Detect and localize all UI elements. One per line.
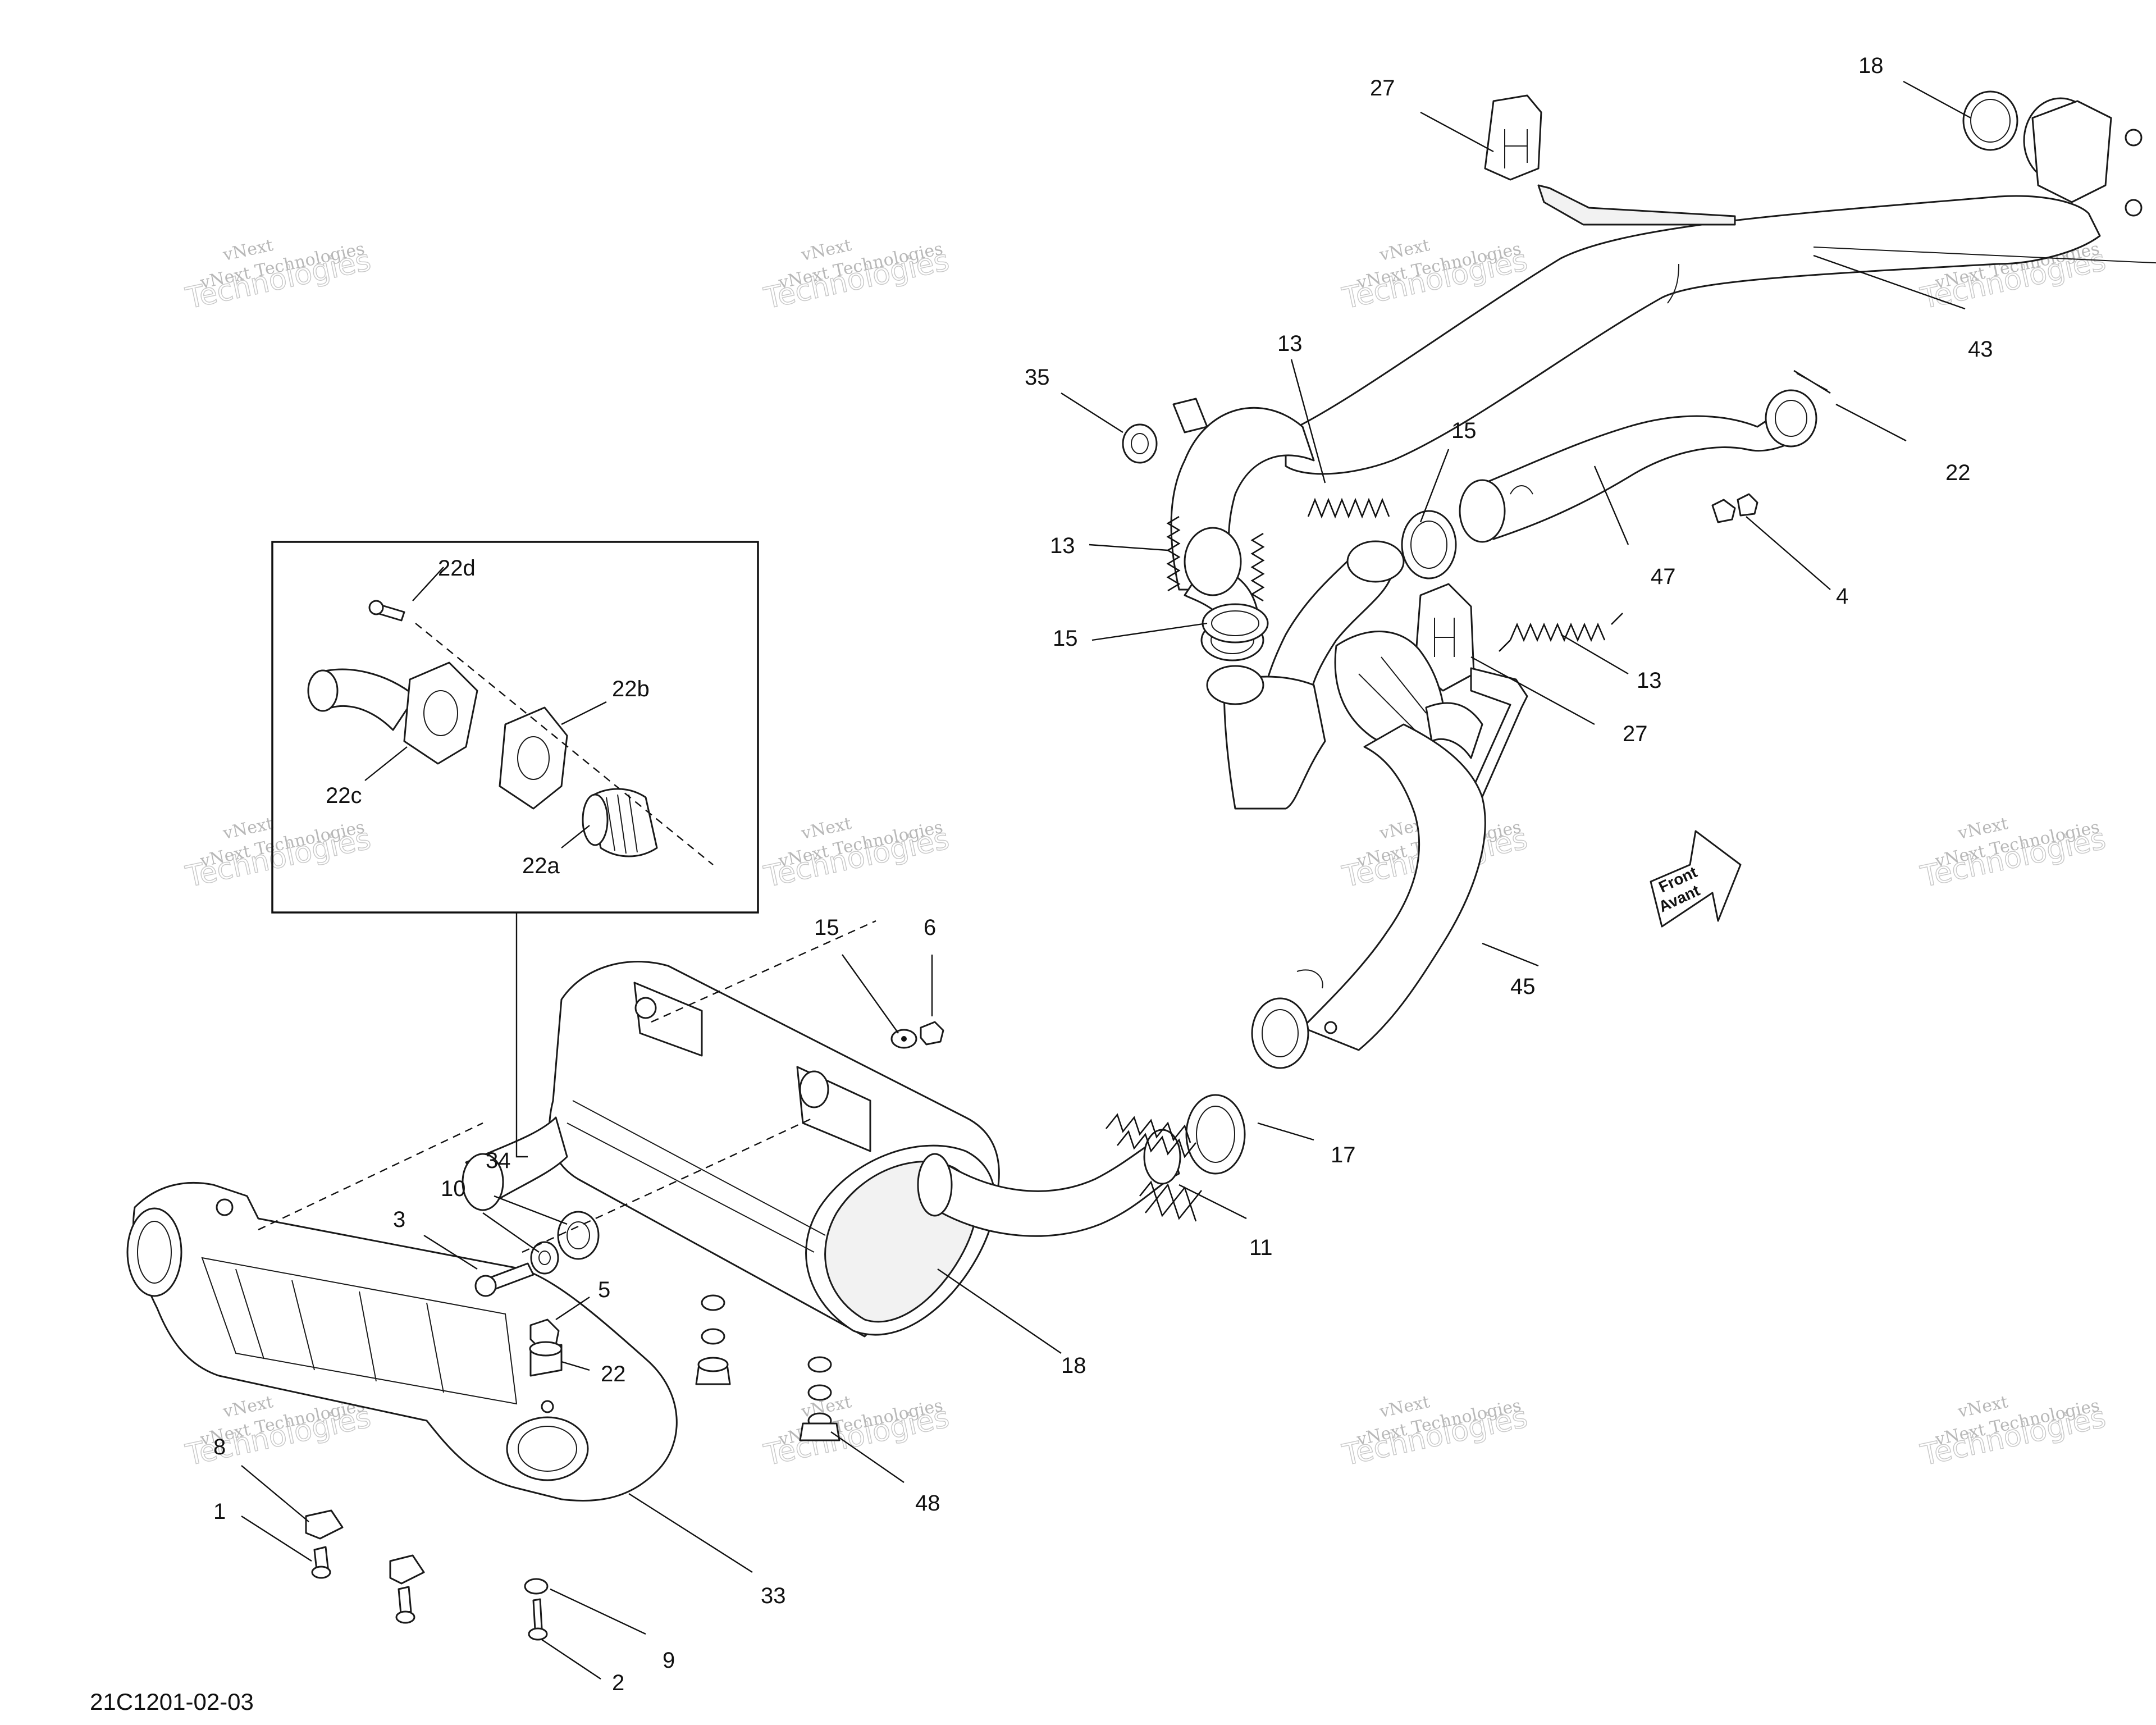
callout-14: 15 bbox=[814, 915, 839, 940]
callout-9: 9 bbox=[663, 1648, 675, 1673]
callout-3: 3 bbox=[393, 1207, 405, 1232]
watermark: vNext Technologies vNext Technologies bbox=[1917, 1392, 2109, 1473]
header-pipe-43 bbox=[1285, 97, 2156, 475]
bolt-3 bbox=[474, 1262, 535, 1297]
pipe-45 bbox=[1251, 723, 1486, 1069]
bolt-2 bbox=[528, 1598, 548, 1641]
pipe-47 bbox=[1459, 389, 1817, 543]
heat-shield-33 bbox=[126, 1181, 678, 1502]
callout-15: 15 bbox=[1053, 626, 1078, 651]
washer-14 bbox=[890, 1029, 917, 1049]
callout-22d: 22d bbox=[438, 556, 476, 581]
clamp-15-left bbox=[1202, 603, 1269, 644]
callout-15: 15 bbox=[1451, 418, 1477, 443]
washer-9 bbox=[524, 1578, 549, 1595]
spring-13-left-a bbox=[1166, 515, 1181, 592]
leader-lines bbox=[241, 80, 1971, 1680]
callout-22: 18 bbox=[1061, 1353, 1086, 1378]
callout-13: 13 bbox=[1637, 668, 1662, 693]
watermark: vNext Technologies vNext Technologies bbox=[1339, 1392, 1531, 1473]
bushing-34 bbox=[557, 1211, 600, 1260]
bumper-35 bbox=[1122, 423, 1158, 464]
y-pipe-assembly bbox=[1170, 398, 1483, 810]
callout-2: 2 bbox=[612, 1671, 624, 1695]
spring-13-left-b bbox=[1250, 532, 1265, 602]
watermark: vNext Technologies vNext Technologies bbox=[182, 814, 374, 895]
watermark: vNext Technologies vNext Technologies bbox=[761, 814, 953, 895]
spring-13-top bbox=[1307, 498, 1390, 519]
front-direction-arrow: Front Avant bbox=[1650, 830, 1742, 928]
watermark: vNext Technologies vNext Technologies bbox=[761, 1392, 953, 1473]
callout-4: 4 bbox=[1836, 584, 1848, 609]
callout-27: 27 bbox=[1370, 76, 1395, 101]
sleeve-22a bbox=[582, 788, 658, 857]
gasket-22b bbox=[499, 706, 568, 810]
callout-11: 11 bbox=[1249, 1235, 1273, 1260]
callout-labels: 27 18 43 35 13 13 15 15 22 47 4 13 27 45… bbox=[213, 53, 1993, 1695]
callout-18: 22 bbox=[1945, 460, 1971, 485]
bolt-22d bbox=[368, 600, 405, 622]
callout-22a: 22a bbox=[522, 854, 560, 878]
muffler-inlet-pipe bbox=[917, 1129, 1181, 1237]
clip-nut-center bbox=[389, 1554, 425, 1624]
callout-17: 22 bbox=[601, 1362, 626, 1386]
tail-pipe-stub bbox=[462, 1116, 568, 1211]
grommet-17 bbox=[529, 1341, 563, 1377]
muffler-22 bbox=[549, 961, 1000, 1338]
watermark: vNext Technologies vNext Technologies bbox=[761, 235, 953, 316]
screw-1 bbox=[311, 1546, 331, 1579]
callout-22b: 22b bbox=[612, 677, 650, 701]
callout-43: 43 bbox=[1968, 337, 1993, 362]
callout-15: 17 bbox=[1331, 1143, 1356, 1167]
elbow-22c bbox=[307, 668, 417, 731]
clamp-15-upper bbox=[1401, 510, 1457, 579]
watermark: vNext Technologies vNext Technologies bbox=[1917, 814, 2109, 895]
callout-8: 8 bbox=[213, 1435, 226, 1459]
detail-inset bbox=[271, 541, 759, 1158]
callout-13: 13 bbox=[1277, 331, 1303, 356]
rubber-hanger-27-top bbox=[1484, 94, 1542, 181]
gasket-22c bbox=[403, 661, 478, 765]
document-code: 21C1201-02-03 bbox=[90, 1689, 254, 1715]
callout-13: 13 bbox=[1050, 533, 1075, 558]
springs-11 bbox=[1105, 1113, 1203, 1222]
callout-47: 47 bbox=[1651, 564, 1676, 589]
callout-22c: 22c bbox=[326, 783, 362, 808]
nut-6 bbox=[920, 1021, 944, 1046]
spacer-10 bbox=[530, 1241, 559, 1275]
spring-13-right bbox=[1499, 613, 1623, 652]
callout-18: 18 bbox=[1858, 53, 1884, 78]
watermark: vNext Technologies vNext Technologies bbox=[182, 235, 374, 316]
clip-nut-8 bbox=[305, 1509, 344, 1540]
clamp-15-lower bbox=[1185, 1094, 1246, 1175]
callout-1: 1 bbox=[213, 1499, 226, 1524]
callout-33: 33 bbox=[761, 1583, 786, 1608]
callout-35: 35 bbox=[1025, 365, 1050, 390]
washer-stack-center bbox=[695, 1294, 731, 1385]
gasket-18-right bbox=[1793, 369, 1831, 394]
alignment-lines bbox=[258, 920, 876, 1253]
callout-34: 34 bbox=[486, 1148, 511, 1173]
mount-48 bbox=[799, 1356, 841, 1441]
callout-5: 5 bbox=[598, 1277, 610, 1302]
gasket-18-top bbox=[1962, 90, 2018, 151]
callout-48: 48 bbox=[915, 1491, 940, 1516]
callout-10: 10 bbox=[441, 1176, 466, 1201]
callout-6: 6 bbox=[924, 915, 936, 940]
callout-27: 27 bbox=[1623, 722, 1648, 746]
callout-45: 45 bbox=[1510, 974, 1536, 999]
